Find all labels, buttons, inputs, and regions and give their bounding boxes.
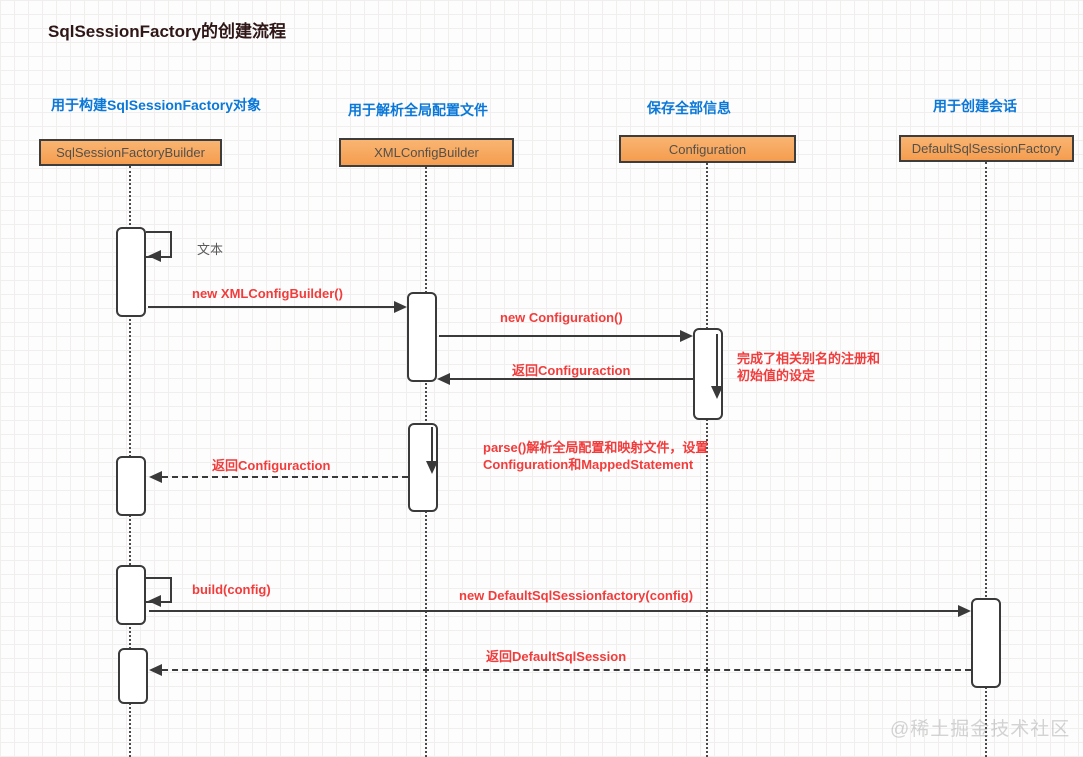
self-message-arrowhead-1 xyxy=(148,250,161,262)
lifeline-defaultsqlsessionfactory xyxy=(985,162,987,757)
message-line-new-default-factory xyxy=(149,610,959,612)
object-box-configuration: Configuration xyxy=(619,135,796,163)
arrowhead-return-default-sql-session xyxy=(149,664,162,676)
note-parse: parse()解析全局配置和映射文件，设置 Configuration和Mapp… xyxy=(483,439,708,473)
message-return-default-sql-session: 返回DefaultSqlSession xyxy=(486,649,627,664)
caption-builder: 用于构建SqlSessionFactory对象 xyxy=(51,97,262,113)
arrowhead-return-configuration-2 xyxy=(149,471,162,483)
object-box-sqlsessionfactorybuilder: SqlSessionFactoryBuilder xyxy=(39,139,222,166)
message-line-new-configuration xyxy=(439,335,681,337)
caption-configbuilder: 用于解析全局配置文件 xyxy=(348,102,488,118)
self-message-label: 文本 xyxy=(197,242,224,257)
lifeline-configuration xyxy=(706,163,708,757)
message-build-config: build(config) xyxy=(192,582,271,597)
arrowhead-new-configuration xyxy=(680,330,693,342)
internal-arrow-line-configuration xyxy=(716,334,718,386)
activation-builder-3 xyxy=(116,565,146,625)
internal-arrowhead-parse xyxy=(426,461,438,474)
activation-builder-4 xyxy=(118,648,148,704)
arrowhead-new-default-factory xyxy=(958,605,971,617)
message-line-return-configuration-2 xyxy=(162,476,408,478)
caption-factory: 用于创建会话 xyxy=(933,98,1017,114)
activation-configuration-1 xyxy=(693,328,723,420)
arrowhead-return-configuration-1 xyxy=(437,373,450,385)
activation-builder-2 xyxy=(116,456,146,516)
self-message-arrowhead-build xyxy=(148,595,161,607)
note-alias-registration-line1: 完成了相关别名的注册和 xyxy=(737,351,881,366)
arrowhead-new-xmlconfigbuilder xyxy=(394,301,407,313)
caption-configuration: 保存全部信息 xyxy=(647,100,731,116)
watermark: @稀土掘金技术社区 xyxy=(890,719,1071,740)
note-parse-line2: Configuration和MappedStatement xyxy=(483,457,694,472)
internal-arrowhead-configuration xyxy=(711,386,723,399)
note-parse-line1: parse()解析全局配置和映射文件，设置 xyxy=(483,440,709,455)
message-new-configuration: new Configuration() xyxy=(500,310,623,325)
object-box-defaultsqlsessionfactory: DefaultSqlSessionFactory xyxy=(899,135,1074,162)
message-new-xmlconfigbuilder: new XMLConfigBuilder() xyxy=(192,286,343,301)
message-new-default-factory: new DefaultSqlSessionfactory(config) xyxy=(459,588,694,603)
activation-configbuilder-1 xyxy=(407,292,437,382)
activation-factory-1 xyxy=(971,598,1001,688)
message-line-new-xmlconfigbuilder xyxy=(148,306,396,308)
internal-arrow-line-parse xyxy=(431,427,433,461)
message-return-configuration-2: 返回Configuraction xyxy=(212,458,331,473)
activation-builder-1 xyxy=(116,227,146,317)
diagram-title: SqlSessionFactory的创建流程 xyxy=(48,22,287,41)
message-line-return-default-sql-session xyxy=(162,669,971,671)
message-line-return-configuration-1 xyxy=(450,378,693,380)
object-box-xmlconfigbuilder: XMLConfigBuilder xyxy=(339,138,514,167)
note-alias-registration-line2: 初始值的设定 xyxy=(737,368,816,383)
message-return-configuration-1: 返回Configuraction xyxy=(512,363,631,378)
note-alias-registration: 完成了相关别名的注册和 初始值的设定 xyxy=(737,350,880,384)
